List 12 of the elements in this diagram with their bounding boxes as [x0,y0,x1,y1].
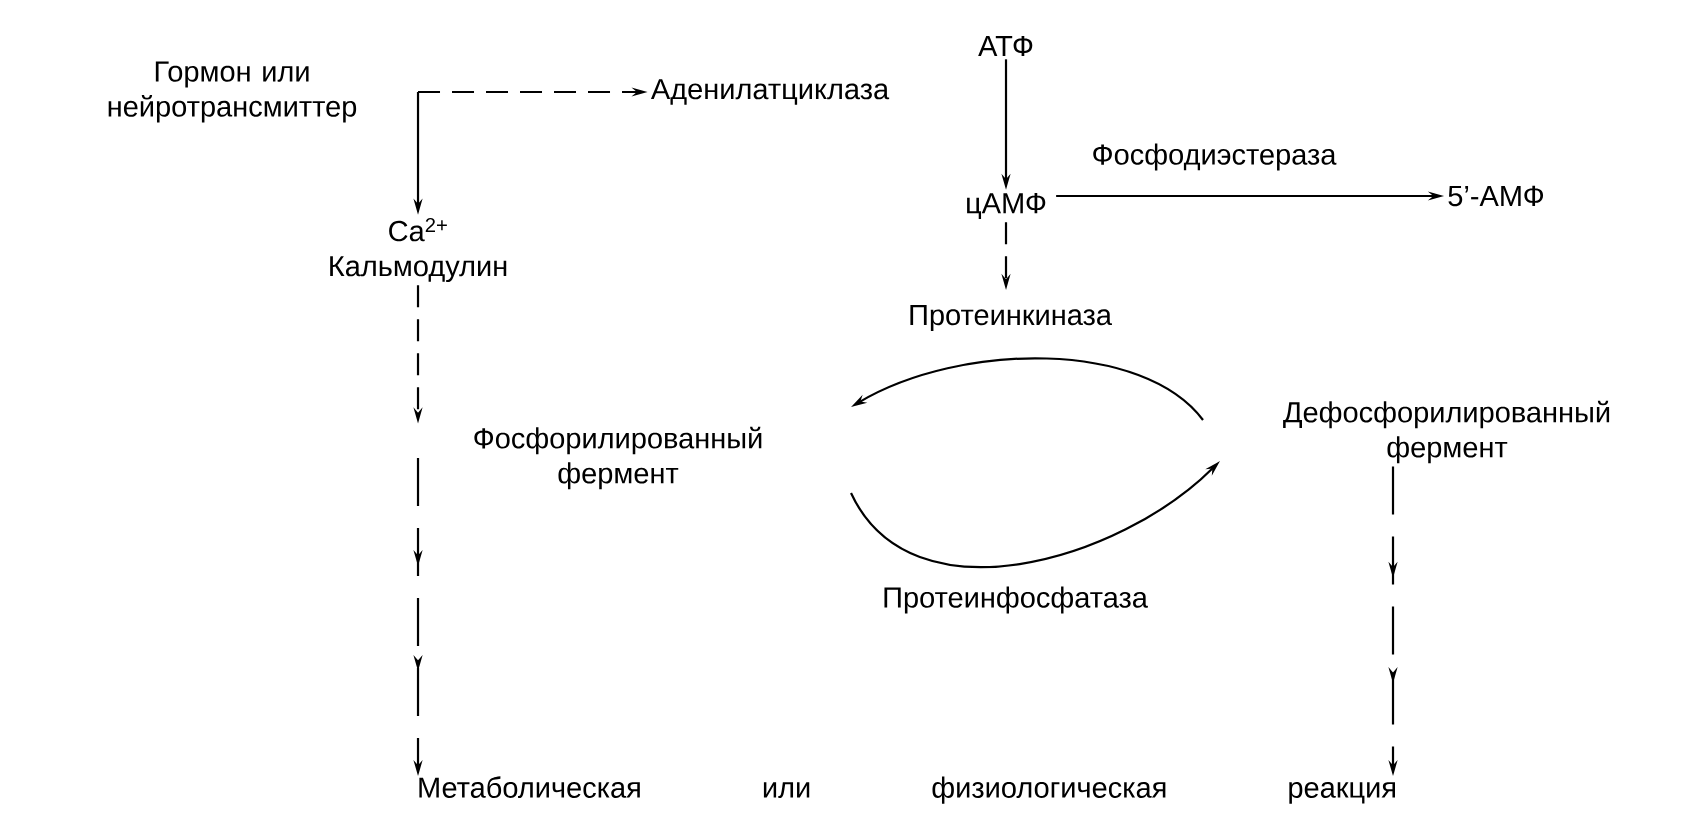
edge-label: Фосфодиэстераза [1089,141,1339,173]
text-label: Гормон или нейротрансмиттер [108,61,357,123]
text-label: Аденилатциклаза [650,79,890,105]
text-label: Фосфорилированный фермент [474,426,762,490]
text-label: 5’-АМФ [1448,185,1544,207]
text-label: Метаболическая или физиологическая реакция [419,776,1395,804]
edge-label: Протеинкиназа [906,303,1114,333]
text-label: цАМФ [967,193,1046,219]
text-label: АТФ [978,35,1033,57]
text-label: Дефосфорилированный фермент [1283,400,1610,464]
edge-label: Протеинфосфатаза [880,584,1150,616]
text-label: Ca$^{2+}$ Кальмодулин [330,217,507,283]
